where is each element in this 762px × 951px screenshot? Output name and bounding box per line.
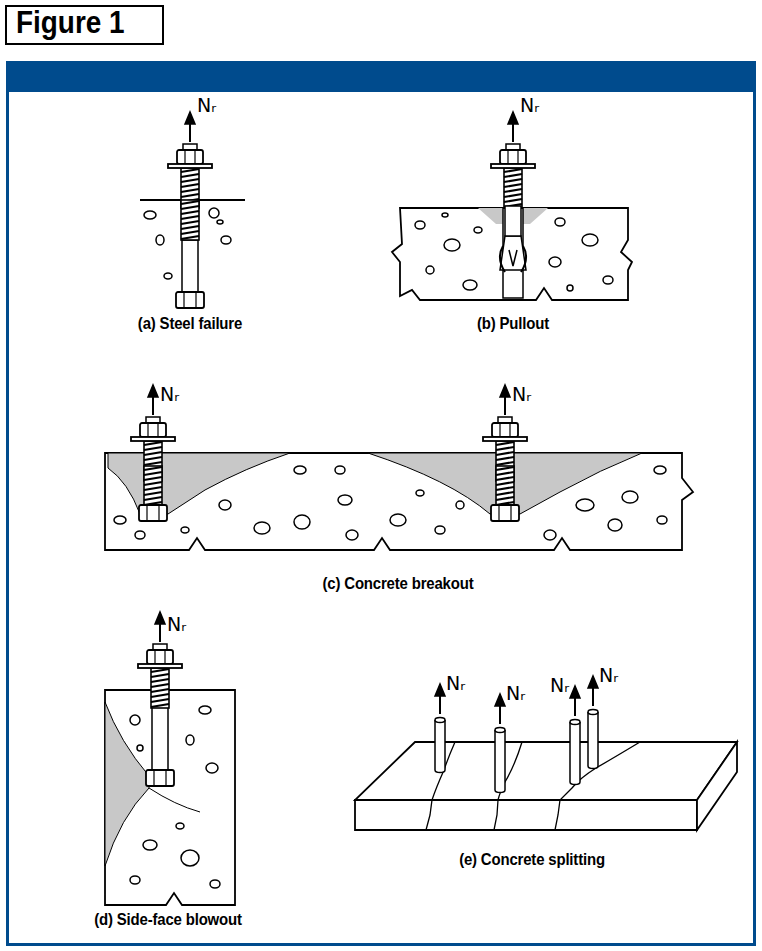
failure-caption: (b) Pullout bbox=[477, 314, 549, 334]
steel-failure-illustration bbox=[140, 112, 245, 308]
pullout-illustration bbox=[392, 112, 632, 300]
load-symbol: Nᵣ bbox=[160, 383, 179, 405]
failure-caption: (a) Steel failure bbox=[138, 314, 242, 334]
load-symbol: Nᵣ bbox=[599, 664, 618, 686]
failure-caption: (e) Concrete splitting bbox=[459, 850, 605, 870]
panel-frame bbox=[8, 63, 755, 945]
load-symbol: Nᵣ bbox=[167, 613, 186, 635]
title-box bbox=[6, 6, 163, 44]
load-symbol: Nᵣ bbox=[550, 674, 569, 696]
load-symbol: Nᵣ bbox=[520, 94, 539, 116]
figure-title: Figure 1 bbox=[16, 5, 125, 41]
failure-caption: (c) Concrete breakout bbox=[323, 574, 474, 594]
concrete-breakout-illustration bbox=[105, 385, 693, 550]
side-face-blowout-illustration bbox=[105, 612, 235, 905]
load-symbol: Nᵣ bbox=[446, 672, 465, 694]
load-symbol: Nᵣ bbox=[506, 682, 525, 704]
concrete-splitting-illustration bbox=[355, 676, 737, 830]
load-symbol: Nᵣ bbox=[512, 383, 531, 405]
failure-caption: (d) Side-face blowout bbox=[94, 910, 242, 930]
header-band bbox=[7, 62, 755, 92]
load-symbol: Nᵣ bbox=[197, 94, 216, 116]
